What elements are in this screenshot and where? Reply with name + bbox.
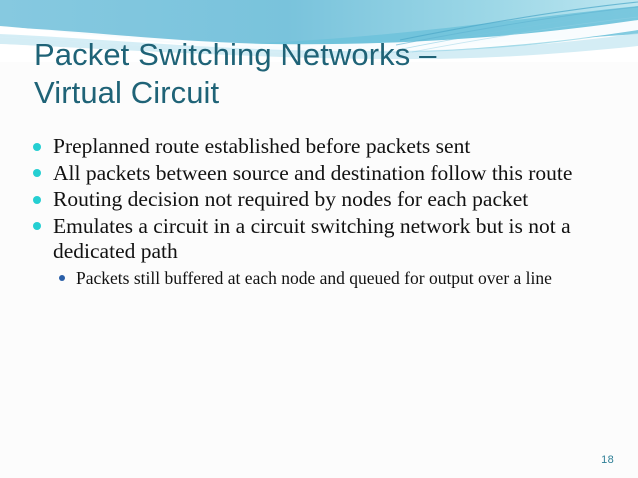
slide-page-number: 18: [601, 454, 614, 466]
bullet-item: Preplanned route established before pack…: [33, 134, 611, 160]
sub-bullet-text: Packets still buffered at each node and …: [76, 267, 552, 288]
bullet-text: Emulates a circuit in a circuit switchin…: [53, 213, 571, 264]
bullet-item: All packets between source and destinati…: [33, 161, 611, 187]
slide-body-content: Preplanned route established before pack…: [33, 134, 611, 289]
sub-bullet-item: Packets still buffered at each node and …: [59, 268, 611, 289]
bullet-text: Preplanned route established before pack…: [53, 134, 471, 158]
bullet-item: Routing decision not required by nodes f…: [33, 187, 611, 213]
bullet-item: Emulates a circuit in a circuit switchin…: [33, 214, 611, 265]
bullet-text: All packets between source and destinati…: [53, 160, 573, 185]
bullet-dot-icon: [33, 214, 53, 240]
sub-bullet-dot-icon: [59, 268, 76, 289]
bullet-dot-icon: [33, 161, 53, 187]
bullet-dot-icon: [33, 187, 53, 213]
slide-title: Packet Switching Networks – Virtual Circ…: [34, 37, 437, 110]
bullet-dot-icon: [33, 134, 53, 160]
bullet-text: Routing decision not required by nodes f…: [53, 187, 529, 211]
